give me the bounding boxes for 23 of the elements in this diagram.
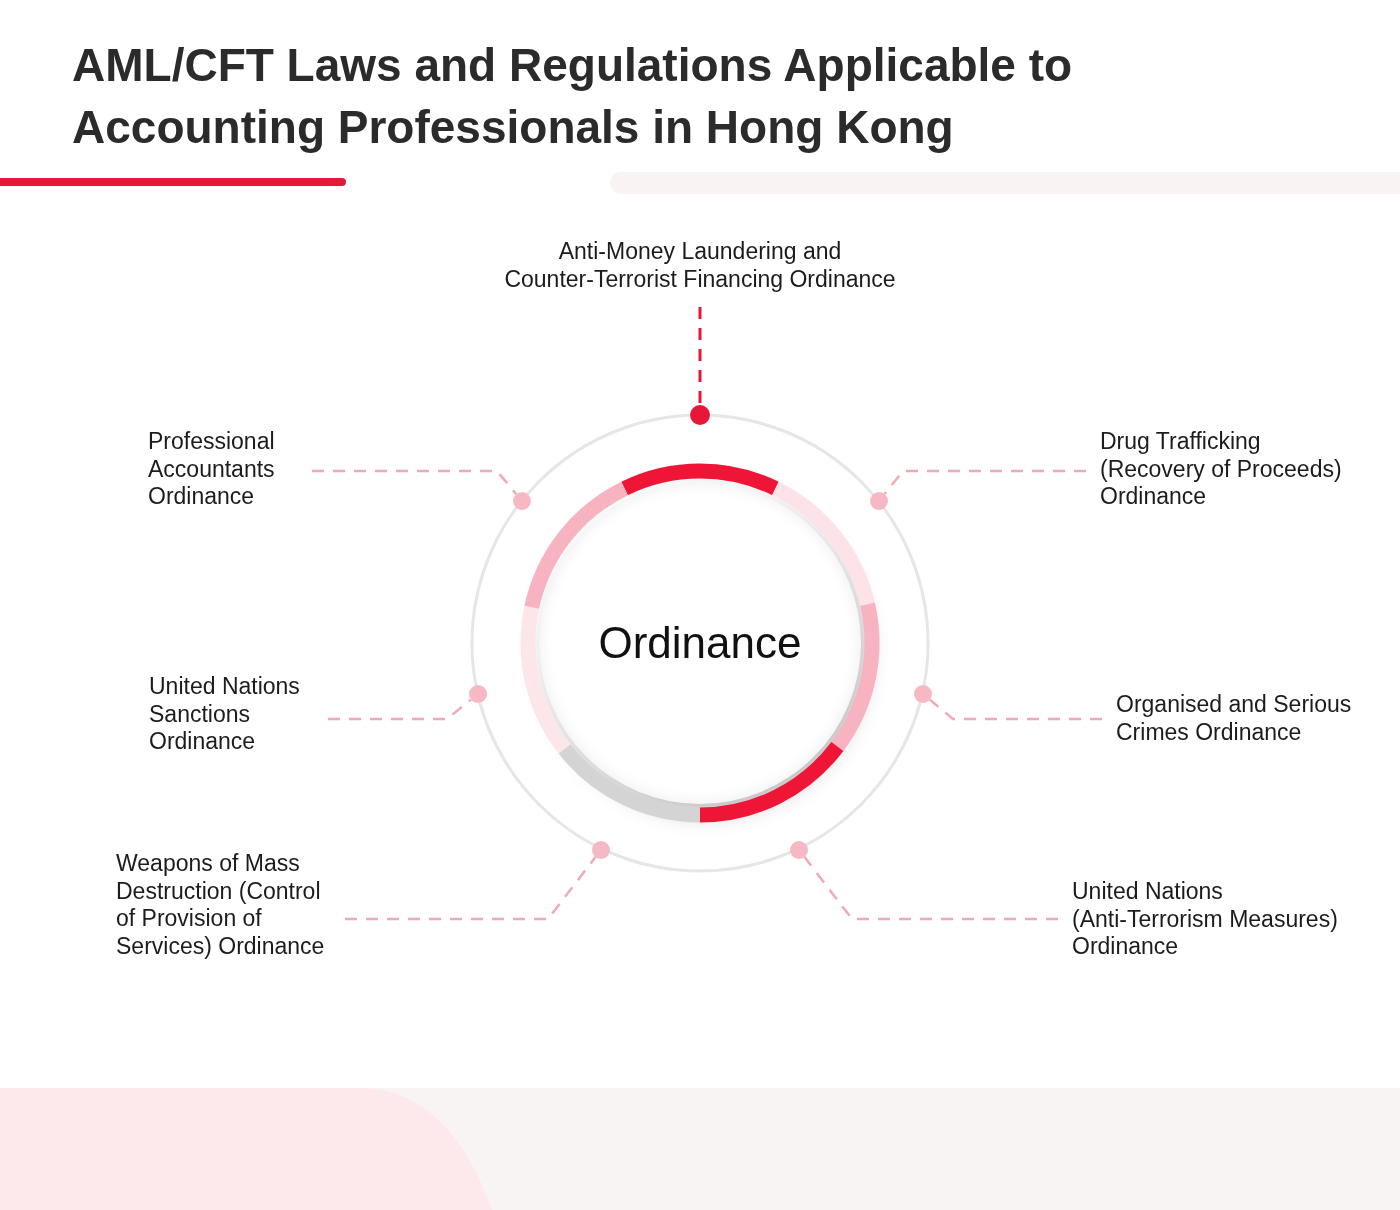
leader-line <box>312 469 518 495</box>
leader-line <box>698 307 702 405</box>
callout-label: United Nations (Anti-Terrorism Measures) Ordinance <box>1072 878 1352 961</box>
ring-dot <box>513 492 531 510</box>
ring-dot <box>870 492 888 510</box>
callout-label: Organised and Serious Crimes Ordinance <box>1116 691 1371 746</box>
callout-label: Weapons of Mass Destruction (Control of Provision of Services) Ordinance <box>116 850 331 960</box>
leader-line <box>803 856 1058 921</box>
leader-line <box>883 469 1086 495</box>
ring-dot <box>790 841 808 859</box>
leader-line <box>929 698 1102 721</box>
ring-dot <box>592 841 610 859</box>
center-label: Ordinance <box>598 617 802 669</box>
callout-label: United Nations Sanctions Ordinance <box>149 673 314 756</box>
ring-dot <box>914 685 932 703</box>
callout-label: Anti-Money Laundering and Counter-Terrorist Financing Ordinance <box>490 238 910 293</box>
callout-label: Professional Accountants Ordinance <box>148 428 298 511</box>
ring-dot <box>690 405 710 425</box>
title: AML/CFT Laws and Regulations Applicable to Accounting Professionals in Hong Kong <box>72 38 1074 155</box>
leader-line <box>345 856 597 921</box>
leader-line <box>328 698 472 721</box>
ring-dot <box>469 685 487 703</box>
callout-label: Drug Trafficking (Recovery of Proceeds) Ordinance <box>1100 428 1355 511</box>
